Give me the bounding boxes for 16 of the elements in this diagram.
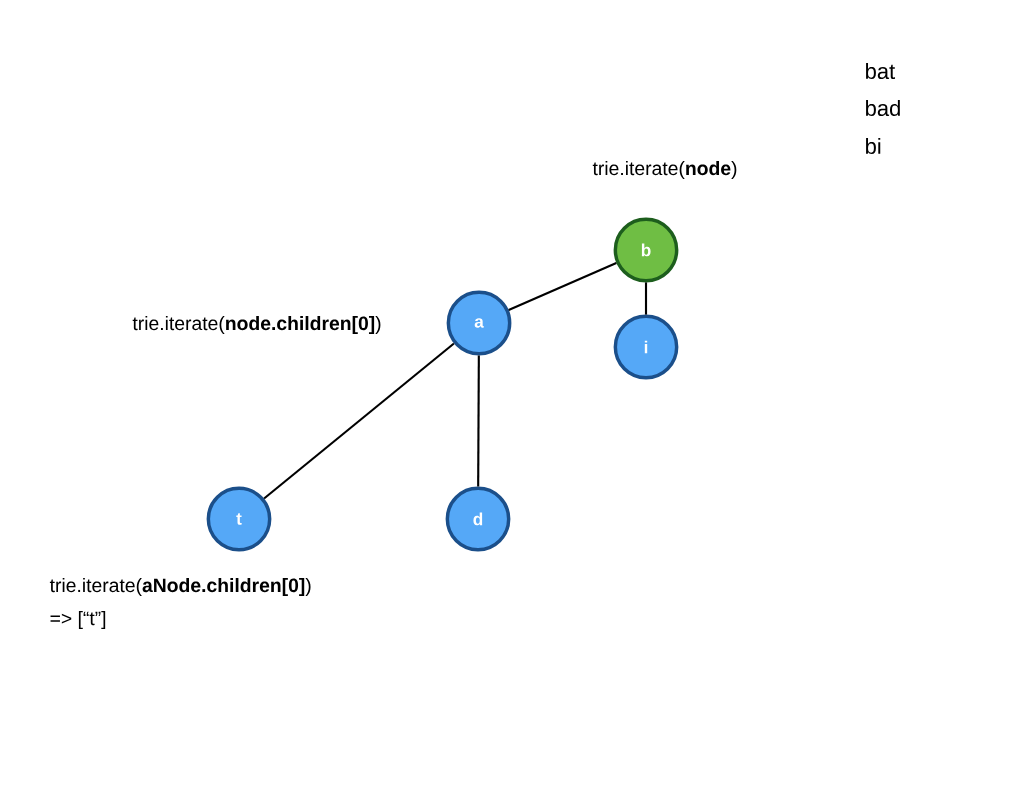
word-label: bi (866, 137, 881, 155)
tree-node: b (613, 217, 679, 283)
code-annotation: => [“t”] (50, 611, 106, 629)
connector-line (644, 282, 648, 315)
code-annotation: trie.iterate(aNode.children[0]) (49, 578, 311, 596)
word-label: bad (866, 99, 900, 117)
tree-node: a (446, 290, 512, 356)
word-label: bat (866, 62, 896, 80)
tree-node: i (613, 314, 679, 380)
tree-node: d (445, 486, 511, 552)
connector-line (477, 355, 480, 487)
code-annotation: trie.iterate(node) (592, 161, 737, 179)
tree-node: t (206, 486, 272, 552)
connector-line (508, 262, 617, 311)
connector-line (263, 342, 455, 500)
code-annotation: trie.iterate(node.children[0]) (132, 316, 381, 334)
